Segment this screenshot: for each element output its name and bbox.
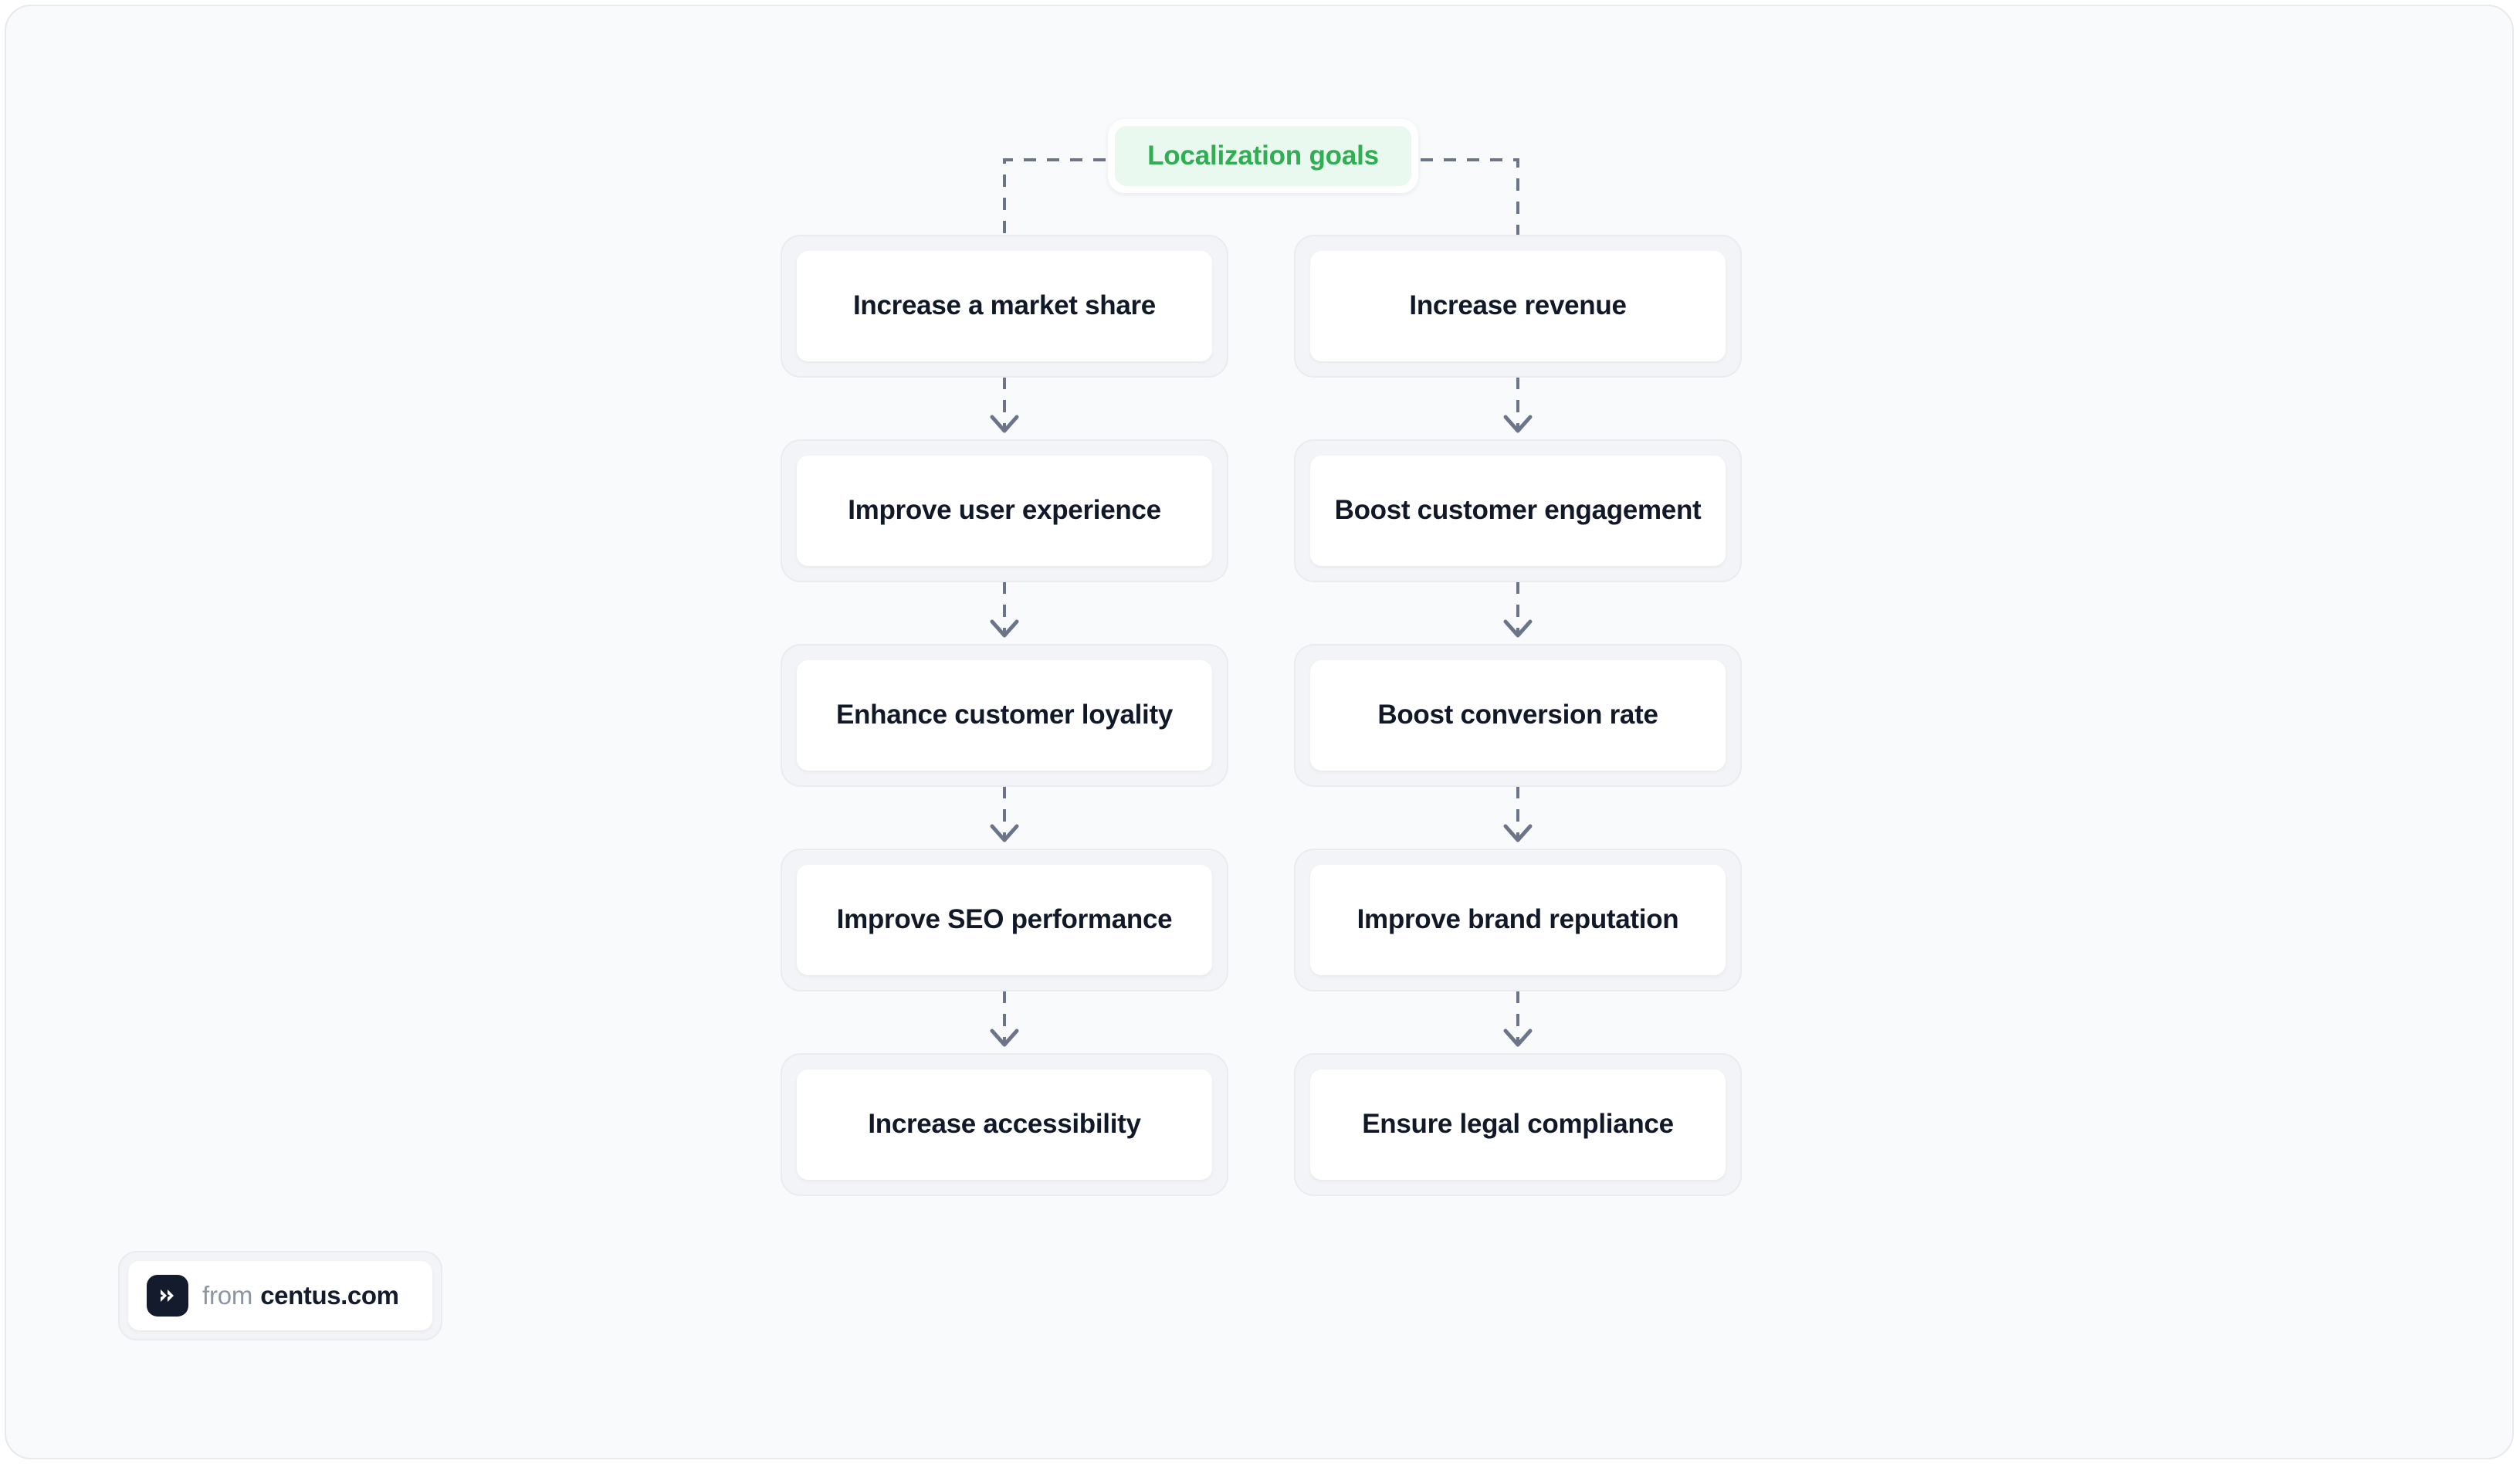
node-right-4[interactable]: Improve brand reputation	[1294, 849, 1742, 991]
node-left-4-card: Improve SEO performance	[797, 865, 1212, 975]
node-left-2-label: Improve user experience	[848, 495, 1161, 526]
node-left-2[interactable]: Improve user experience	[781, 439, 1228, 582]
node-right-5[interactable]: Ensure legal compliance	[1294, 1053, 1742, 1196]
attribution-badge[interactable]: from centus.com	[118, 1251, 442, 1340]
node-left-5-card: Increase accessibility	[797, 1069, 1212, 1180]
node-right-5-label: Ensure legal compliance	[1362, 1109, 1674, 1140]
root-node-label: Localization goals	[1147, 141, 1379, 171]
node-left-5-label: Increase accessibility	[868, 1109, 1141, 1140]
node-right-2-label: Boost customer engagement	[1334, 495, 1702, 526]
node-right-4-card: Improve brand reputation	[1310, 865, 1726, 975]
node-left-3-label: Enhance customer loyality	[836, 700, 1173, 730]
node-right-2-card: Boost customer engagement	[1310, 456, 1726, 566]
node-right-4-label: Improve brand reputation	[1357, 904, 1679, 935]
node-right-3-label: Boost conversion rate	[1377, 700, 1658, 730]
arrowhead-right-4-5	[1503, 1029, 1533, 1047]
node-left-1-card: Increase a market share	[797, 251, 1212, 361]
node-left-3[interactable]: Enhance customer loyality	[781, 644, 1228, 787]
arrowhead-left-3-4	[990, 824, 1019, 842]
arrowhead-right-1-2	[1503, 415, 1533, 433]
attribution-prefix: from	[202, 1281, 253, 1310]
arrowhead-left-2-3	[990, 619, 1019, 638]
node-right-3-card: Boost conversion rate	[1310, 660, 1726, 771]
arrowhead-right-3-4	[1503, 824, 1533, 842]
arrowhead-right-2-3	[1503, 619, 1533, 638]
node-right-5-card: Ensure legal compliance	[1310, 1069, 1726, 1180]
arrowhead-left-1-2	[990, 415, 1019, 433]
arrowhead-left-4-5	[990, 1029, 1019, 1047]
node-right-1-label: Increase revenue	[1409, 290, 1627, 321]
attribution-domain: centus.com	[260, 1281, 399, 1310]
node-right-1[interactable]: Increase revenue	[1294, 235, 1742, 378]
attribution-badge-card: from centus.com	[128, 1261, 432, 1330]
node-left-4-label: Improve SEO performance	[836, 904, 1173, 935]
node-left-3-card: Enhance customer loyality	[797, 660, 1212, 771]
root-node-card: Localization goals	[1115, 126, 1411, 186]
diagram-root-node[interactable]: Localization goals	[1108, 119, 1418, 193]
node-right-1-card: Increase revenue	[1310, 251, 1726, 361]
double-chevron-icon	[147, 1275, 188, 1317]
node-left-4[interactable]: Improve SEO performance	[781, 849, 1228, 991]
node-left-2-card: Improve user experience	[797, 456, 1212, 566]
diagram-canvas: Localization goals Increase a market sha…	[5, 5, 2514, 1459]
node-right-2[interactable]: Boost customer engagement	[1294, 439, 1742, 582]
connector-header-to-right	[1421, 158, 1519, 246]
node-left-5[interactable]: Increase accessibility	[781, 1053, 1228, 1196]
connector-layer	[990, 158, 1533, 1047]
node-right-3[interactable]: Boost conversion rate	[1294, 644, 1742, 787]
connector-header-to-left	[1003, 158, 1106, 246]
node-left-1-label: Increase a market share	[853, 290, 1156, 321]
node-left-1[interactable]: Increase a market share	[781, 235, 1228, 378]
